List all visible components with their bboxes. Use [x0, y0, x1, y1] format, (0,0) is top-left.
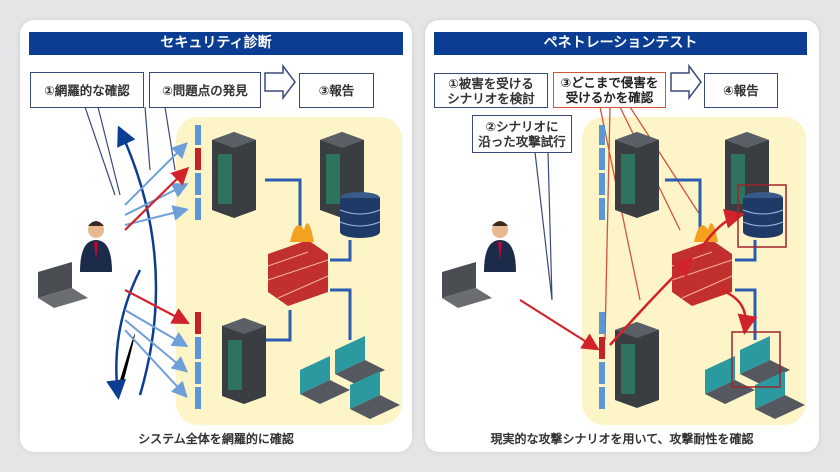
- step-check-line2: 受けるかを確認: [565, 90, 654, 105]
- left-title: セキュリティ診断: [29, 32, 403, 55]
- database-icon: [339, 191, 381, 239]
- next-arrow-icon: [264, 63, 296, 101]
- step-find-issues: ②問題点の発見: [149, 72, 261, 108]
- right-caption: 現実的な攻撃シナリオを用いて、攻撃耐性を確認: [490, 432, 754, 446]
- port-bars-left: [195, 125, 201, 409]
- step-scenario-line2: シナリオを検討: [447, 90, 535, 106]
- step-check-line1: ③どこまで侵害を: [560, 75, 659, 90]
- step-scenario: ①被害を受ける シナリオを検討: [434, 73, 548, 108]
- server-icon: [222, 318, 266, 404]
- step-attack-trial: ②シナリオに 沿った攻撃試行: [472, 115, 572, 153]
- attacker-icon: [484, 221, 516, 272]
- database-icon: [742, 191, 784, 239]
- firewall-icon: [671, 222, 733, 307]
- server-icon: [615, 322, 659, 408]
- step-report-right: ④報告: [704, 73, 778, 108]
- step-attack-line1: ②シナリオに: [485, 119, 559, 134]
- next-arrow-icon: [670, 63, 702, 101]
- step-report: ③報告: [299, 73, 374, 108]
- step-scenario-line1: ①被害を受ける: [448, 75, 534, 91]
- tester-icon: [80, 221, 112, 272]
- compromised-db-highlight: [737, 184, 787, 248]
- server-icon: [212, 132, 256, 218]
- right-title: ペネトレーションテスト: [434, 32, 807, 55]
- step-check-intrusion: ③どこまで侵害を 受けるかを確認: [553, 72, 666, 108]
- firewall-icon: [267, 222, 329, 307]
- server-icon: [615, 132, 659, 218]
- left-caption: システム全体を網羅的に確認: [138, 432, 294, 446]
- port-bars-right: [599, 125, 605, 409]
- step-comprehensive-check: ①網羅的な確認: [30, 72, 144, 108]
- step-attack-line2: 沿った攻撃試行: [478, 134, 566, 149]
- compromised-pc-highlight: [731, 331, 781, 388]
